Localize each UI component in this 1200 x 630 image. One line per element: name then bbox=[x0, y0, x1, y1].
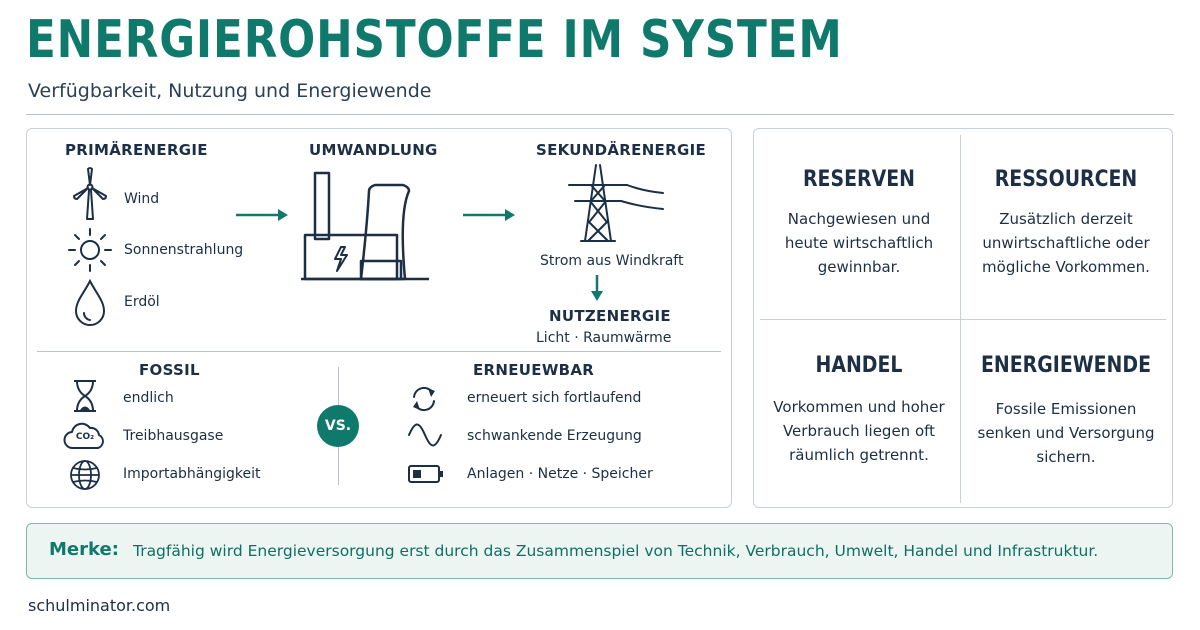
renewable-item-renewing: erneuert sich fortlaufend bbox=[467, 390, 642, 406]
quadrant-line: Nachgewiesen und bbox=[787, 210, 931, 228]
secondary-energy-heading: SEKUNDÄRENERGIE bbox=[536, 141, 706, 159]
quadrant-line: unwirtschaftliche oder bbox=[982, 234, 1150, 252]
quadrant-line: gewinnbar. bbox=[817, 258, 901, 276]
co2-label: CO₂ bbox=[75, 432, 95, 442]
power-plant-icon bbox=[301, 171, 429, 281]
key-takeaway-text: Tragfähig wird Energieversorgung erst du… bbox=[133, 542, 1099, 560]
quadrant-title: HANDEL bbox=[815, 353, 903, 378]
quadrant-line: räumlich getrennt. bbox=[789, 446, 929, 464]
cycle-arrows-icon bbox=[413, 386, 435, 412]
useful-energy-heading: NUTZENERGIE bbox=[549, 307, 671, 325]
fossil-item-ghg: Treibhausgase bbox=[123, 428, 224, 444]
quadrant-divider-horizontal bbox=[760, 319, 1166, 320]
quadrant-line: Verbrauch liegen oft bbox=[782, 422, 936, 440]
conversion-heading: UMWANDLUNG bbox=[309, 141, 438, 159]
hourglass-icon bbox=[74, 380, 96, 412]
primary-item-wind: Wind bbox=[124, 191, 160, 207]
sine-wave-icon bbox=[408, 423, 442, 447]
concepts-panel: RESERVEN Nachgewiesen und heute wirtscha… bbox=[753, 128, 1173, 508]
oil-drop-icon bbox=[74, 279, 106, 326]
page-subtitle: Verfügbarkeit, Nutzung und Energiewende bbox=[28, 80, 432, 102]
quadrant-text: Nachgewiesen und heute wirtschaftlich ge… bbox=[754, 207, 964, 279]
primary-item-oil: Erdöl bbox=[124, 294, 160, 310]
title-divider bbox=[26, 114, 1174, 115]
arrow-down-icon bbox=[591, 275, 603, 301]
quadrant-text: Fossile Emissionen senken und Versorgung… bbox=[961, 397, 1171, 469]
quadrant-line: Fossile Emissionen bbox=[995, 400, 1137, 418]
renewable-item-infrastructure: Anlagen · Netze · Speicher bbox=[467, 466, 653, 482]
key-takeaway-label: Merke: bbox=[49, 539, 119, 560]
renewable-heading: ERNEUEWBAR bbox=[473, 361, 595, 379]
footer-site: schulminator.com bbox=[28, 596, 171, 615]
section-divider bbox=[37, 351, 721, 352]
battery-icon bbox=[408, 465, 443, 483]
key-takeaway-box: Merke: Tragfähig wird Energieversorgung … bbox=[26, 523, 1173, 579]
renewable-item-fluctuating: schwankende Erzeugung bbox=[467, 428, 642, 444]
quadrant-line: heute wirtschaftlich bbox=[784, 234, 934, 252]
page-title: ENERGIEROHSTOFFE IM SYSTEM bbox=[26, 10, 843, 70]
secondary-caption: Strom aus Windkraft bbox=[540, 253, 684, 269]
quadrant-line: sichern. bbox=[1036, 448, 1096, 466]
vs-badge: VS. bbox=[317, 405, 359, 447]
arrow-right-icon bbox=[236, 209, 288, 221]
primary-energy-heading: PRIMÄRENERGIE bbox=[65, 141, 208, 159]
sun-icon bbox=[68, 228, 112, 272]
quadrant-title: RESSOURCEN bbox=[994, 167, 1138, 192]
quadrant-title: RESERVEN bbox=[802, 167, 916, 192]
primary-item-sun: Sonnenstrahlung bbox=[124, 242, 244, 258]
fossil-item-import: Importabhängigkeit bbox=[123, 466, 261, 482]
quadrant-line: Vorkommen und hoher bbox=[773, 398, 945, 416]
wind-turbine-icon bbox=[73, 167, 107, 220]
energy-flow-panel: PRIMÄRENERGIE Wind Sonnenstrahlung Erdöl bbox=[26, 128, 732, 508]
quadrant-line: senken und Versorgung bbox=[977, 424, 1155, 442]
quadrant-line: Zusätzlich derzeit bbox=[999, 210, 1133, 228]
fossil-item-finite: endlich bbox=[123, 390, 174, 406]
quadrant-text: Vorkommen und hoher Verbrauch liegen oft… bbox=[754, 395, 964, 467]
fossil-heading: FOSSIL bbox=[139, 361, 200, 379]
globe-icon bbox=[70, 460, 100, 490]
co2-cloud-icon: CO₂ bbox=[63, 421, 107, 451]
arrow-right-icon bbox=[463, 209, 515, 221]
quadrant-title: ENERGIEWENDE bbox=[980, 353, 1152, 378]
quadrant-text: Zusätzlich derzeit unwirtschaftliche ode… bbox=[961, 207, 1171, 279]
useful-caption: Licht · Raumwärme bbox=[536, 330, 672, 346]
power-pylon-icon bbox=[568, 164, 664, 242]
quadrant-line: mögliche Vorkommen. bbox=[982, 258, 1150, 276]
